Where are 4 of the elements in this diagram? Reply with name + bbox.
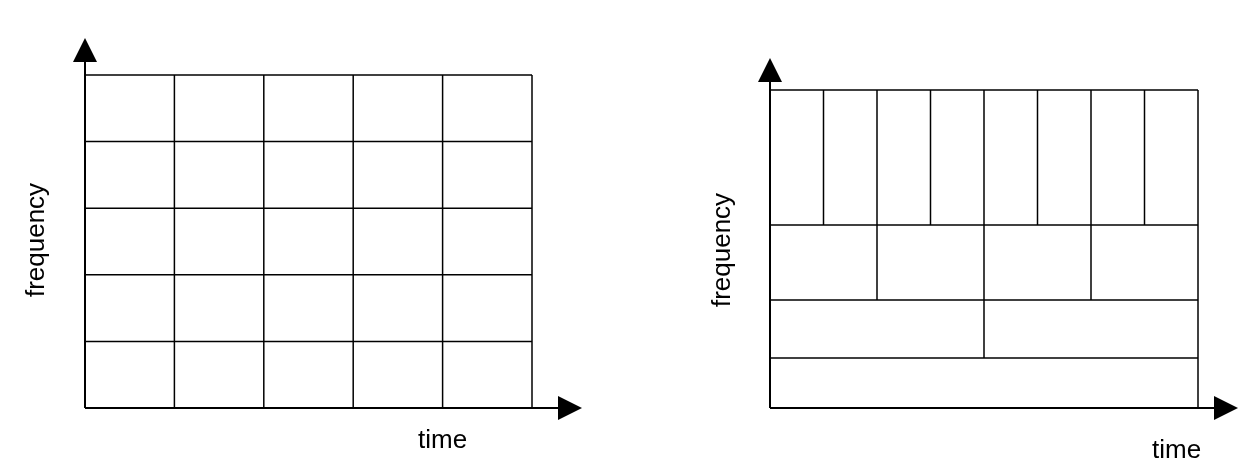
x-axis-label: time <box>1152 436 1202 462</box>
x-axis-label: time <box>418 426 468 452</box>
y-axis-label: frequency <box>22 182 48 298</box>
y-axis-label: frequency <box>708 192 734 308</box>
